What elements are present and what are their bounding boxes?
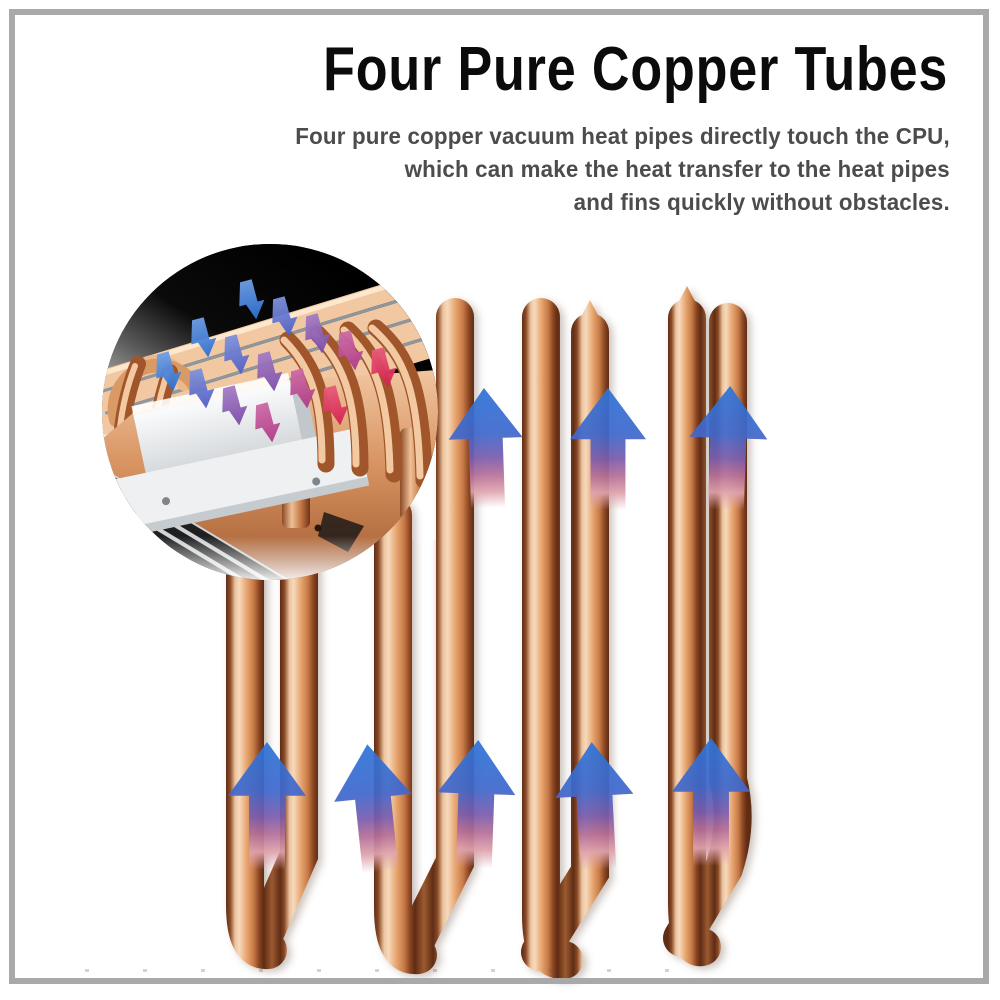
subtitle-line: and fins quickly without obstacles. <box>573 189 950 215</box>
heat-pipe-1 <box>226 516 318 969</box>
bending-pipes <box>279 319 433 489</box>
subtitle: Four pure copper vacuum heat pipes direc… <box>295 120 950 219</box>
heat-pipe-2 <box>374 298 474 975</box>
page-title: Four Pure Copper Tubes <box>322 35 948 104</box>
mounting-block <box>114 372 370 538</box>
heat-pipe-3 <box>521 298 609 979</box>
cropped-text-artifact <box>85 969 705 972</box>
pipe4-pointed-tip <box>668 286 706 322</box>
subtitle-line: Four pure copper vacuum heat pipes direc… <box>295 123 950 149</box>
subtitle-line: which can make the heat transfer to the … <box>404 156 950 182</box>
cooler-closeup-photo <box>102 244 438 580</box>
pipe3-pointed-tip <box>571 300 609 336</box>
